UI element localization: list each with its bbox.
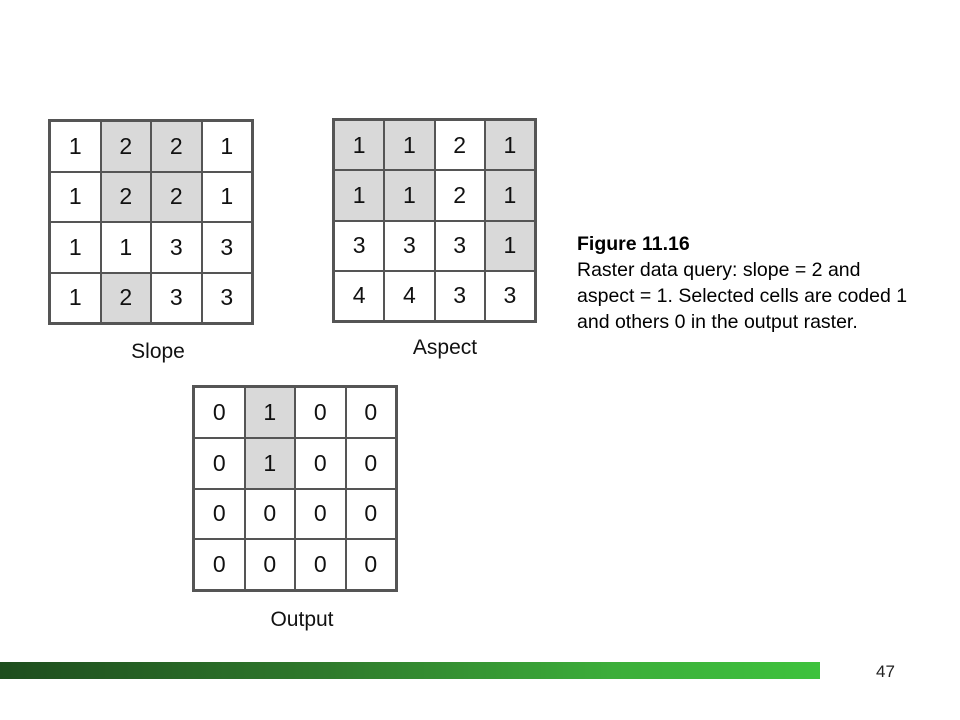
aspect-cell: 2 bbox=[434, 170, 485, 221]
output-cell: 0 bbox=[295, 488, 346, 540]
output-grid-label: Output bbox=[270, 608, 334, 631]
aspect-grid-label: Aspect bbox=[412, 336, 478, 359]
output-cell: 0 bbox=[345, 387, 396, 438]
output-cell: 0 bbox=[244, 539, 295, 590]
output-cell: 0 bbox=[194, 387, 245, 438]
aspect-cell: 3 bbox=[384, 220, 435, 271]
footer-gradient-bar bbox=[0, 662, 820, 679]
output-cell: 0 bbox=[345, 437, 396, 489]
slope-cell: 3 bbox=[201, 272, 252, 323]
output-cell: 1 bbox=[244, 437, 295, 489]
output-cell: 0 bbox=[345, 539, 396, 590]
slope-cell: 2 bbox=[151, 121, 202, 172]
slope-cell: 1 bbox=[100, 222, 151, 273]
figure-caption-text: Raster data query: slope = 2 and aspect … bbox=[577, 259, 908, 333]
figure-caption-title: Figure 11.16 bbox=[577, 233, 690, 255]
output-cell: 0 bbox=[194, 488, 245, 540]
aspect-cell: 1 bbox=[384, 120, 435, 171]
slope-grid-label: Slope bbox=[131, 340, 185, 363]
aspect-cell: 2 bbox=[434, 120, 485, 171]
slope-cell: 1 bbox=[50, 222, 101, 273]
slope-cell: 1 bbox=[50, 171, 101, 222]
aspect-cell: 3 bbox=[334, 220, 385, 271]
aspect-cell: 1 bbox=[484, 120, 535, 171]
slope-cell: 1 bbox=[201, 171, 252, 222]
slope-cell: 3 bbox=[201, 222, 252, 273]
output-cell: 0 bbox=[295, 437, 346, 489]
aspect-cell: 1 bbox=[334, 170, 385, 221]
aspect-cell: 1 bbox=[384, 170, 435, 221]
page-number: 47 bbox=[876, 662, 895, 681]
slope-cell: 2 bbox=[100, 121, 151, 172]
slope-cell: 1 bbox=[50, 272, 101, 323]
output-cell: 0 bbox=[244, 488, 295, 540]
slope-cell: 3 bbox=[151, 222, 202, 273]
aspect-cell: 3 bbox=[434, 270, 485, 321]
slope-cell: 1 bbox=[201, 121, 252, 172]
slope-cell: 2 bbox=[151, 171, 202, 222]
output-cell: 0 bbox=[295, 387, 346, 438]
aspect-cell: 3 bbox=[434, 220, 485, 271]
aspect-cell: 4 bbox=[334, 270, 385, 321]
aspect-cell: 1 bbox=[484, 170, 535, 221]
slope-cell: 2 bbox=[100, 171, 151, 222]
output-cell: 0 bbox=[345, 488, 396, 540]
aspect-cell: 1 bbox=[484, 220, 535, 271]
output-cell: 0 bbox=[295, 539, 346, 590]
output-cell: 0 bbox=[194, 539, 245, 590]
figure-caption: Figure 11.16 Raster data query: slope = … bbox=[577, 231, 917, 335]
slope-cell: 1 bbox=[50, 121, 101, 172]
slope-cell: 2 bbox=[100, 272, 151, 323]
aspect-cell: 1 bbox=[334, 120, 385, 171]
slope-cell: 3 bbox=[151, 272, 202, 323]
output-cell: 1 bbox=[244, 387, 295, 438]
aspect-cell: 4 bbox=[384, 270, 435, 321]
output-cell: 0 bbox=[194, 437, 245, 489]
aspect-cell: 3 bbox=[484, 270, 535, 321]
